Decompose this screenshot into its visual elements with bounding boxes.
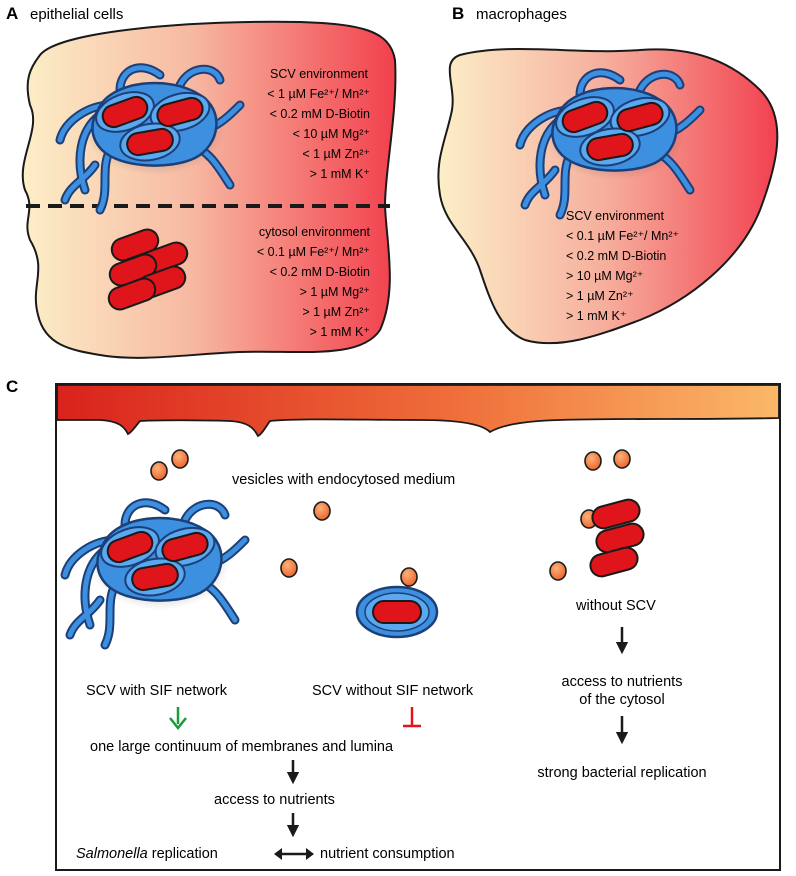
panel-b-letter: B (452, 4, 464, 23)
env-line: < 0.1 µM Fe²⁺/ Mn²⁺ (566, 229, 679, 243)
env-line: > 1 µM Zn²⁺ (302, 305, 370, 319)
panel-c-letter: C (6, 377, 18, 396)
scv-with-sif-label: SCV with SIF network (86, 683, 228, 699)
env-heading: SCV environment (566, 209, 664, 223)
without-scv-label: without SCV (575, 598, 656, 614)
macrophage-scv-env-list: SCV environment < 0.1 µM Fe²⁺/ Mn²⁺ < 0.… (566, 209, 679, 323)
env-line: > 1 µM Mg²⁺ (300, 285, 370, 299)
env-line: > 10 µM Mg²⁺ (566, 269, 643, 283)
access-label: access to nutrients (214, 792, 335, 808)
double-arrow (274, 848, 314, 860)
continuum-label: one large continuum of membranes and lum… (90, 739, 394, 755)
env-line: > 1 mM K⁺ (310, 325, 370, 339)
replication-label: Salmonella replication (76, 846, 218, 862)
cytosol-access-line2: of the cytosol (579, 692, 664, 708)
env-line: < 0.2 mM D-Biotin (270, 265, 370, 279)
env-line: < 0.2 mM D-Biotin (270, 107, 370, 121)
env-line: < 1 µM Zn²⁺ (302, 147, 370, 161)
strong-replication-label: strong bacterial replication (537, 765, 706, 781)
replication-italic: Salmonella (76, 846, 148, 862)
consumption-label: nutrient consumption (320, 846, 455, 862)
env-heading: cytosol environment (259, 225, 371, 239)
env-line: < 0.1 µM Fe²⁺/ Mn²⁺ (257, 245, 370, 259)
env-line: < 0.2 mM D-Biotin (566, 249, 666, 263)
epithelial-cytosol-env-list: cytosol environment < 0.1 µM Fe²⁺/ Mn²⁺ … (257, 225, 371, 339)
panel-a-letter: A (6, 4, 18, 23)
env-line: > 1 mM K⁺ (566, 309, 626, 323)
env-heading: SCV environment (270, 67, 368, 81)
replication-rest: replication (148, 846, 218, 862)
env-line: > 1 mM K⁺ (310, 167, 370, 181)
cell-membrane-bar (56, 384, 780, 438)
vesicles-label: vesicles with endocytosed medium (232, 472, 455, 488)
promote-arrow-green (169, 707, 187, 731)
epithelial-scv-env-list: SCV environment < 1 µM Fe²⁺/ Mn²⁺ < 0.2 … (267, 67, 370, 181)
scv-without-sif-label: SCV without SIF network (312, 683, 474, 699)
panel-a-title: epithelial cells (30, 6, 123, 23)
env-line: < 1 µM Fe²⁺/ Mn²⁺ (267, 87, 370, 101)
cytosol-access-line1: access to nutrients (562, 674, 683, 690)
env-line: < 10 µM Mg²⁺ (293, 127, 370, 141)
scv-without-sif-network (355, 585, 439, 639)
inhibit-symbol-red (403, 707, 421, 728)
panel-b-title: macrophages (476, 6, 567, 23)
env-line: > 1 µM Zn²⁺ (566, 289, 634, 303)
